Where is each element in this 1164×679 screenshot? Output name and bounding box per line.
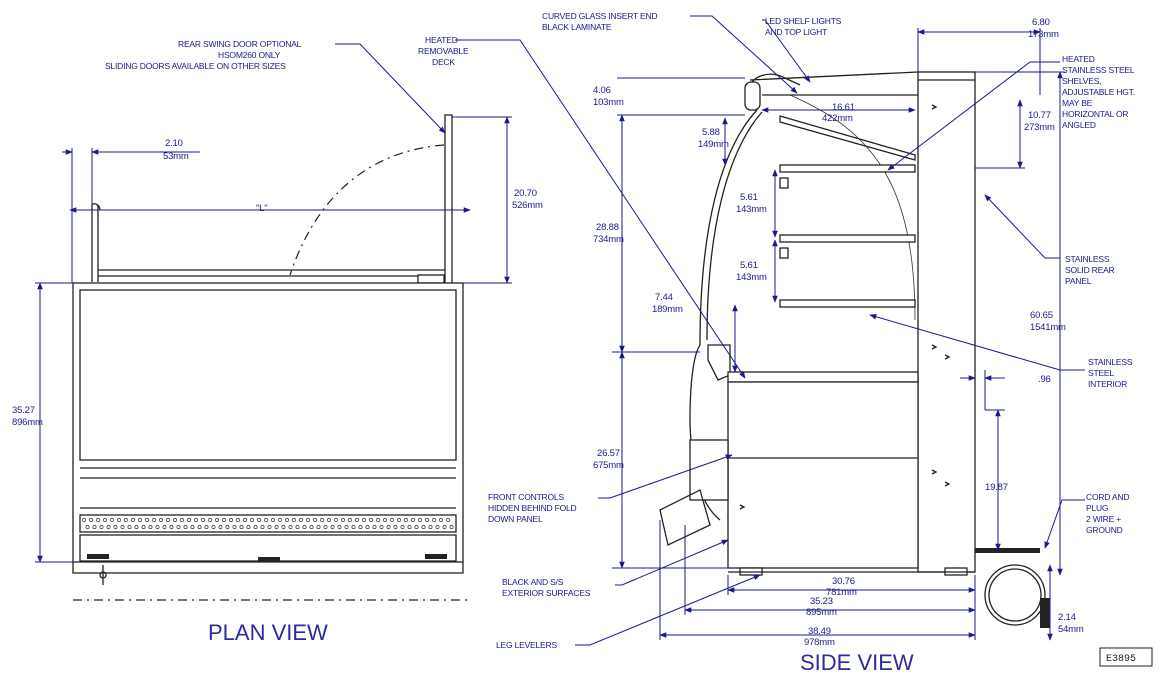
led-label-2: AND TOP LIGHT	[765, 27, 827, 37]
dim-6065-mm: 1541mm	[1030, 322, 1066, 333]
plan-grille	[79, 514, 457, 533]
dim-214: 2.14	[1058, 612, 1076, 623]
dim-3076-mm: 781mm	[826, 587, 857, 598]
dim-1077: 10.77	[1028, 110, 1051, 121]
rear-panel-label-1: STAINLESS	[1065, 254, 1110, 264]
curved-glass	[699, 109, 758, 346]
interior-label-1: STAINLESS	[1088, 357, 1133, 367]
dim-3076: 30.76	[832, 576, 855, 587]
cord-coil	[984, 564, 1046, 626]
rear-panel	[917, 71, 976, 573]
dim-2657-mm: 675mm	[593, 460, 624, 471]
dim-561a-mm: 143mm	[736, 204, 767, 215]
heated-deck-label-1: HEATED	[425, 35, 458, 45]
heated-deck-label-2: REMOVABLE	[418, 46, 469, 56]
dim-6065: 60.65	[1030, 310, 1053, 321]
plan-left-wall	[91, 205, 99, 282]
dim-2657: 26.57	[597, 448, 620, 459]
curved-glass-label-2: BLACK LAMINATE	[542, 22, 612, 32]
dim-588: 5.88	[702, 127, 720, 138]
rear-panel-label-2: SOLID REAR	[1065, 265, 1115, 275]
plan-view	[35, 43, 512, 601]
rear-door-label-2: HSOM260 ONLY	[218, 50, 281, 60]
shelves-label-7: ANGLED	[1062, 120, 1096, 130]
shelves-label-5: MAY BE	[1062, 98, 1093, 108]
dim-1661-mm: 422mm	[822, 113, 853, 124]
side-view-title: SIDE VIEW	[800, 650, 914, 675]
heated-deck	[727, 371, 919, 383]
interior-label-2: STEEL	[1088, 368, 1114, 378]
leg-levelers-label: LEG LEVELERS	[496, 640, 557, 650]
shelves-label-6: HORIZONTAL OR	[1062, 109, 1128, 119]
dim-744-mm: 189mm	[652, 304, 683, 315]
shelves-label-1: HEATED	[1062, 54, 1095, 64]
curved-glass-label-1: CURVED GLASS INSERT END	[542, 11, 657, 21]
heated-deck-label-3: DECK	[432, 57, 455, 67]
fold-down-panel	[659, 489, 711, 546]
dim-3849: 38.49	[808, 626, 831, 637]
dim-744: 7.44	[655, 292, 673, 303]
dim-588-mm: 149mm	[698, 139, 729, 150]
dim-2888-mm: 734mm	[593, 234, 624, 245]
shelves	[779, 115, 916, 308]
exterior-label-1: BLACK AND S/S	[502, 577, 564, 587]
cord-label-3: 2 WIRE +	[1086, 514, 1121, 524]
led-label-1: LED SHELF LIGHTS	[765, 16, 842, 26]
side-dimensions	[612, 28, 1065, 641]
dim-3527: 35.27	[12, 405, 35, 416]
dim-2070-mm: 526mm	[512, 200, 543, 211]
dim-561b-mm: 143mm	[736, 272, 767, 283]
rear-panel-label-3: PANEL	[1065, 276, 1092, 286]
cord-label-1: CORD AND	[1086, 492, 1129, 502]
dim-3523-mm: 895mm	[806, 607, 837, 618]
exterior-label-2: EXTERIOR SURFACES	[502, 588, 591, 598]
dim-1661: 16.61	[832, 102, 855, 113]
plan-view-title: PLAN VIEW	[208, 620, 328, 645]
dim-561a: 5.61	[740, 192, 758, 203]
dim-680: 6.80	[1032, 17, 1050, 28]
base-cabinet	[727, 381, 919, 569]
rear-swing-door	[444, 114, 453, 286]
dim-214-mm: 54mm	[1058, 624, 1084, 635]
dim-1987: 19.87	[985, 482, 1008, 493]
dim-length: "L"	[256, 203, 267, 214]
dim-561b: 5.61	[740, 260, 758, 271]
dim-1077-mm: 273mm	[1024, 122, 1055, 133]
dim-406-mm: 103mm	[593, 97, 624, 108]
dim-3849-mm: 978mm	[804, 637, 835, 648]
dim-210-mm: 53mm	[163, 151, 189, 162]
dim-406: 4.06	[593, 85, 611, 96]
dim-3523: 35.23	[810, 596, 833, 607]
rear-door-label-3: SLIDING DOORS AVAILABLE ON OTHER SIZES	[105, 61, 286, 71]
dim-3527-mm: 896mm	[12, 417, 43, 428]
front-controls-label-3: DOWN PANEL	[488, 514, 543, 524]
drawing-code: E3895	[1106, 654, 1136, 665]
door-swing-arc	[289, 144, 445, 276]
dim-210: 2.10	[165, 138, 183, 149]
interior-label-3: INTERIOR	[1088, 379, 1127, 389]
cord-label-4: GROUND	[1086, 525, 1123, 535]
shelves-label-3: SHELVES,	[1062, 76, 1101, 86]
front-controls-label-2: HIDDEN BEHIND FOLD	[488, 503, 577, 513]
side-view	[659, 71, 1050, 628]
side-leaders	[455, 15, 1085, 646]
front-controls-label-1: FRONT CONTROLS	[488, 492, 564, 502]
dim-2070: 20.70	[514, 188, 537, 199]
plan-case-body	[72, 282, 464, 574]
shelves-label-2: STAINLESS STEEL	[1062, 65, 1135, 75]
shelves-label-4: ADJUSTABLE HGT.	[1062, 87, 1135, 97]
dim-2888: 28.88	[596, 222, 619, 233]
dim-680-mm: 173mm	[1028, 29, 1059, 40]
dim-96: .96	[1038, 374, 1051, 385]
drawing-code-box	[1099, 647, 1153, 667]
rear-door-label-1: REAR SWING DOOR OPTIONAL	[178, 39, 302, 49]
cord-label-2: PLUG	[1086, 503, 1108, 513]
